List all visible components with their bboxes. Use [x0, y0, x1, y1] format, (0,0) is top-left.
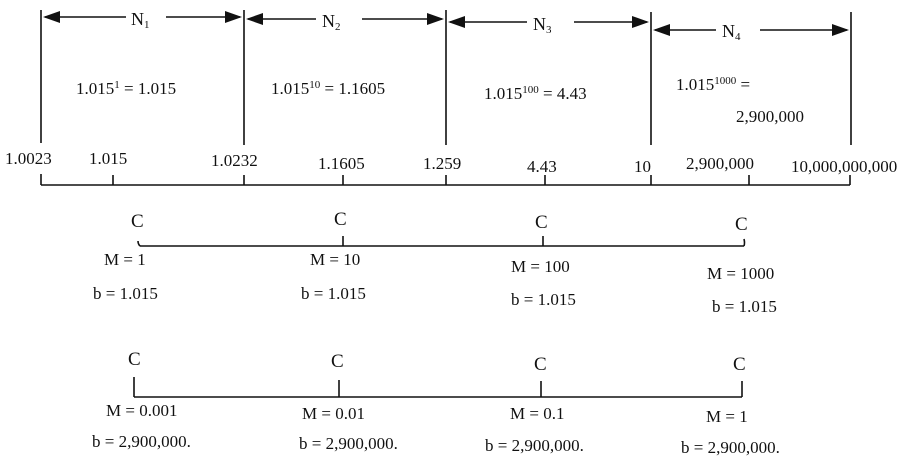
tick-label-7: 2,900,000 — [686, 154, 754, 173]
row2-c-label-1: C — [331, 351, 344, 372]
row1-m-value-0: M = 1 — [104, 250, 146, 269]
tick-label-8: 10,000,000,000 — [791, 157, 898, 176]
segment-arrow-4 — [653, 24, 849, 36]
tick-label-2: 1.0232 — [211, 151, 258, 170]
row1-c-label-1: C — [334, 209, 347, 230]
row1-c-label-2: C — [535, 212, 548, 233]
bracket-row-1 — [137, 236, 746, 247]
row2-m-value-2: M = 0.1 — [510, 404, 565, 423]
tick-label-6: 10 — [634, 157, 651, 176]
formula-2: 1.01510 = 1.1605 — [271, 79, 386, 98]
row2-c-label-0: C — [128, 349, 141, 370]
row2-m-value-0: M = 0.001 — [106, 401, 178, 420]
row1-b-value-2: b = 1.015 — [511, 290, 576, 309]
tick-label-1: 1.015 — [89, 149, 128, 168]
row2-b-value-2: b = 2,900,000. — [485, 436, 584, 455]
row1-m-value-3: M = 1000 — [707, 264, 775, 283]
segment-label-n4: N4 — [722, 21, 741, 43]
bracket-row-2 — [133, 377, 743, 398]
row2-b-value-0: b = 2,900,000. — [92, 432, 191, 451]
formula-4-result: 2,900,000 — [736, 107, 804, 126]
tick-label-3: 1.1605 — [318, 154, 365, 173]
segment-label-n1: N1 — [131, 9, 150, 31]
segment-label-n2: N2 — [322, 11, 341, 33]
row2-b-value-3: b = 2,900,000. — [681, 438, 780, 457]
row1-c-label-3: C — [735, 214, 748, 235]
row2-c-label-2: C — [534, 354, 547, 375]
segment-label-n3: N3 — [533, 14, 552, 36]
row1-m-value-2: M = 100 — [511, 257, 570, 276]
row2-b-value-1: b = 2,900,000. — [299, 434, 398, 453]
row1-b-value-1: b = 1.015 — [301, 284, 366, 303]
row2-m-value-3: M = 1 — [706, 407, 748, 426]
tick-label-4: 1.259 — [423, 154, 462, 173]
tick-label-0: 1.0023 — [5, 149, 52, 168]
segment-arrow-3 — [448, 16, 649, 28]
segment-arrow-1 — [43, 11, 242, 23]
formula-1: 1.0151 = 1.015 — [76, 79, 177, 98]
row1-b-value-3: b = 1.015 — [712, 297, 777, 316]
formula-3: 1.015100 = 4.43 — [484, 84, 587, 103]
segment-arrow-2 — [246, 13, 444, 25]
row2-m-value-1: M = 0.01 — [302, 404, 365, 423]
row1-b-value-0: b = 1.015 — [93, 284, 158, 303]
formula-4: 1.0151000 = — [676, 75, 751, 94]
tick-label-5: 4.43 — [527, 157, 557, 176]
row2-c-label-3: C — [733, 354, 746, 375]
row1-m-value-1: M = 10 — [310, 250, 361, 269]
row1-c-label-0: C — [131, 211, 144, 232]
